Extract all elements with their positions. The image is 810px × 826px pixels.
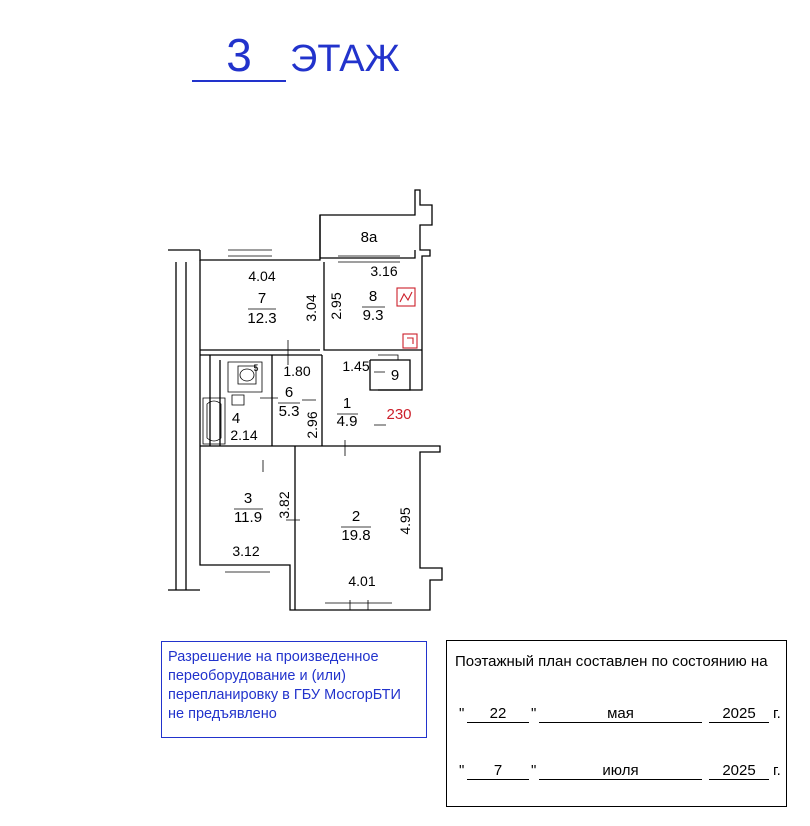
date-1-suffix: г. bbox=[773, 705, 781, 722]
room-8a-number: 8а bbox=[361, 229, 378, 246]
room-2-width: 4.01 bbox=[348, 573, 375, 589]
room-8-number: 8 bbox=[369, 288, 377, 305]
room-3-width: 3.12 bbox=[232, 543, 259, 559]
room-3-number: 3 bbox=[244, 490, 252, 507]
state-stamp-title: Поэтажный план составлен по состоянию на bbox=[455, 653, 768, 670]
room-3-height: 3.82 bbox=[276, 491, 292, 518]
room-5-number: 5 bbox=[253, 363, 258, 373]
room-7-number: 7 bbox=[258, 290, 266, 307]
plan-state-stamp: Поэтажный план составлен по состоянию на… bbox=[446, 640, 787, 807]
room-6-number: 6 bbox=[285, 384, 293, 401]
date-2-day: 7 bbox=[467, 762, 529, 780]
room-9-number: 9 bbox=[391, 367, 399, 384]
ventilation-mark-icon bbox=[396, 287, 416, 307]
room-1-width: 1.45 bbox=[342, 358, 369, 374]
permit-note-text: Разрешение на произведенное переоборудов… bbox=[168, 649, 401, 722]
date-2-year: 2025 bbox=[709, 762, 769, 780]
walls bbox=[168, 189, 443, 611]
dimension-labels: 4.04 3.04 3.16 2.95 1.45 1.80 2.96 2.14 … bbox=[230, 263, 413, 589]
date-1-year: 2025 bbox=[709, 705, 769, 723]
room-labels: 8а 7 12.3 8 9.3 9 5 6 5.3 4 1 4.9 3 11.9… bbox=[232, 229, 399, 544]
date-1-month: мая bbox=[539, 705, 702, 723]
room-4-number: 4 bbox=[232, 410, 240, 427]
ceiling-height-mark: 230 bbox=[386, 406, 411, 423]
zigzag-icon bbox=[399, 291, 413, 303]
room-6-area: 5.3 bbox=[279, 403, 300, 420]
room-8-area: 9.3 bbox=[363, 307, 384, 324]
room-7-height: 3.04 bbox=[303, 294, 319, 321]
room-7-area: 12.3 bbox=[247, 310, 276, 327]
room-7-width: 4.04 bbox=[248, 268, 275, 284]
room-6-height: 2.96 bbox=[304, 411, 320, 438]
room-8-height: 2.95 bbox=[328, 292, 344, 319]
floor-number: 3 bbox=[192, 30, 286, 82]
room-2-area: 19.8 bbox=[341, 527, 370, 544]
permit-note-box: Разрешение на произведенное переоборудов… bbox=[161, 641, 427, 738]
date-1-day: 22 bbox=[467, 705, 529, 723]
room-1-number: 1 bbox=[343, 395, 351, 412]
room-3-area: 11.9 bbox=[234, 509, 262, 526]
room-2-height: 4.95 bbox=[397, 507, 413, 534]
room-1-area: 4.9 bbox=[337, 413, 358, 430]
stove-mark-icon bbox=[402, 333, 418, 349]
room-4-width: 2.14 bbox=[230, 427, 257, 443]
room-2-number: 2 bbox=[352, 508, 360, 525]
date-2-suffix: г. bbox=[773, 762, 781, 779]
floor-label: ЭТАЖ bbox=[290, 38, 400, 80]
utility-marks bbox=[396, 287, 418, 349]
date-2-month: июля bbox=[539, 762, 702, 780]
room-6-width: 1.80 bbox=[283, 363, 310, 379]
room-8-width: 3.16 bbox=[370, 263, 397, 279]
